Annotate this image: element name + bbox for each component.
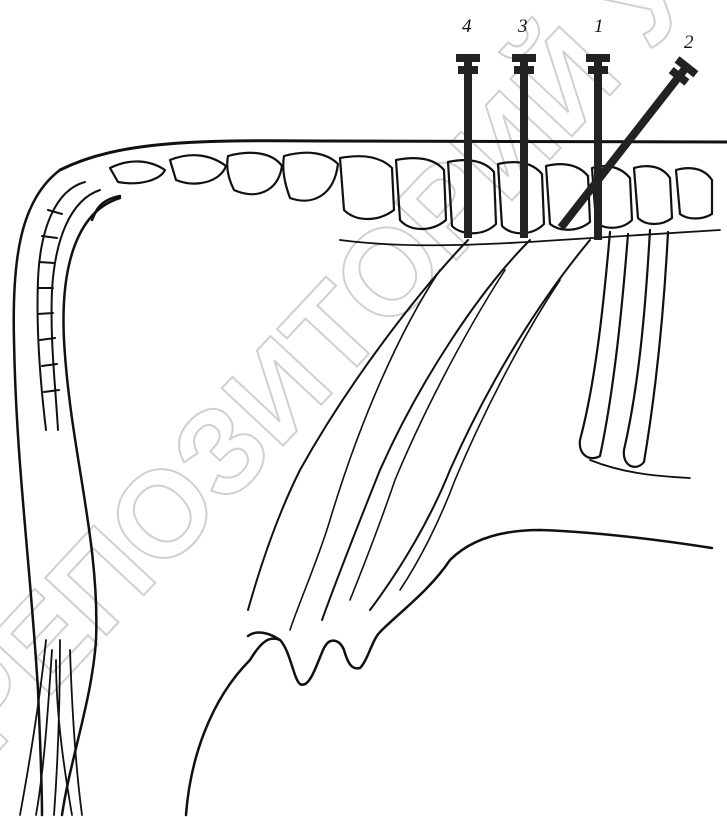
- ribs: [580, 230, 690, 478]
- needle-label-3: 3: [517, 16, 528, 37]
- needle-label-4: 4: [462, 16, 472, 37]
- needle-label-2: 2: [684, 32, 694, 53]
- needle-label-1: 1: [594, 16, 604, 37]
